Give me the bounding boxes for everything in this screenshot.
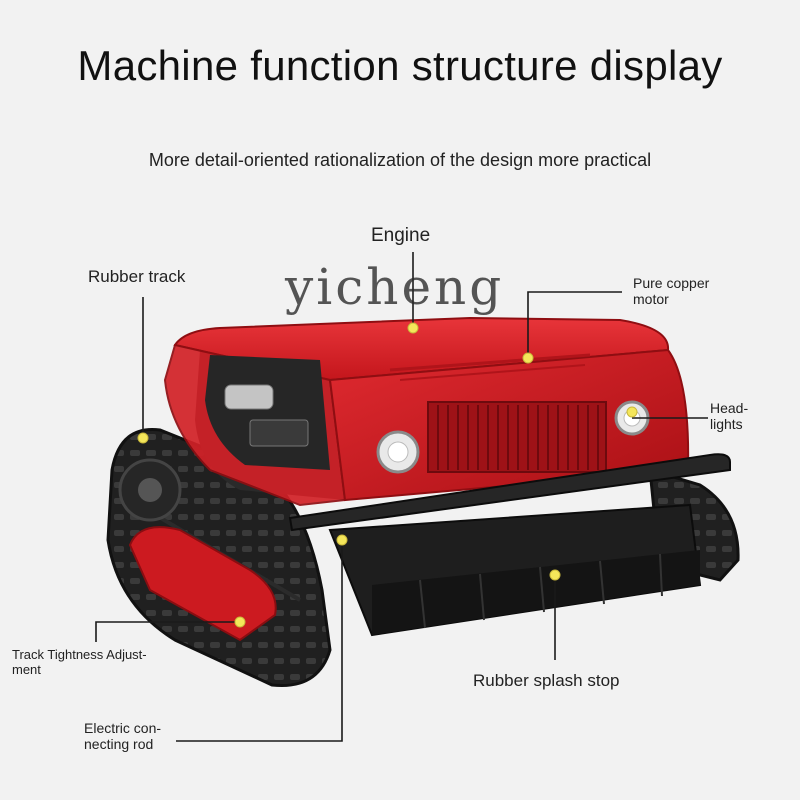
label-connecting-rod-line1: Electric con- [84,720,162,736]
label-copper-motor-line1: Pure copper [633,275,710,291]
label-connecting-rod: Electric con- necting rod [84,720,161,752]
label-rubber-track: Rubber track [88,267,186,286]
mower-body [163,316,690,507]
copper-motor-marker [522,352,534,364]
front-bumper [288,453,731,532]
label-track-tightness-line1: Track Tightness Adjust- [12,647,147,662]
page-subtitle: More detail-oriented rationalization of … [148,150,652,170]
rubber-track-marker [137,432,149,444]
label-track-tightness-line2: ment [12,661,41,677]
label-headlights: Head- lights [710,400,748,432]
label-copper-motor: Pure copper motor [633,275,709,307]
label-track-tightness: Track Tightness Adjust- ment [12,647,147,678]
label-headlights-line2: lights [710,416,743,433]
label-splash-stop: Rubber splash stop [473,671,620,690]
label-copper-motor-line2: motor [633,291,669,308]
rubber-splash-guard [328,503,702,637]
label-headlights-line1: Head- [710,400,749,416]
splash-stop-marker [549,569,561,581]
watermark: yicheng [285,258,505,316]
connecting-rod-marker [336,534,348,546]
page-title: Machine function structure display [77,42,723,89]
label-engine: Engine [371,225,431,246]
callout-lines [95,252,708,742]
callout-markers [137,322,638,628]
headlights-marker [626,406,638,418]
engine-marker [407,322,419,334]
label-connecting-rod-line2: necting rod [84,736,154,753]
track-tightness-marker [234,616,246,628]
